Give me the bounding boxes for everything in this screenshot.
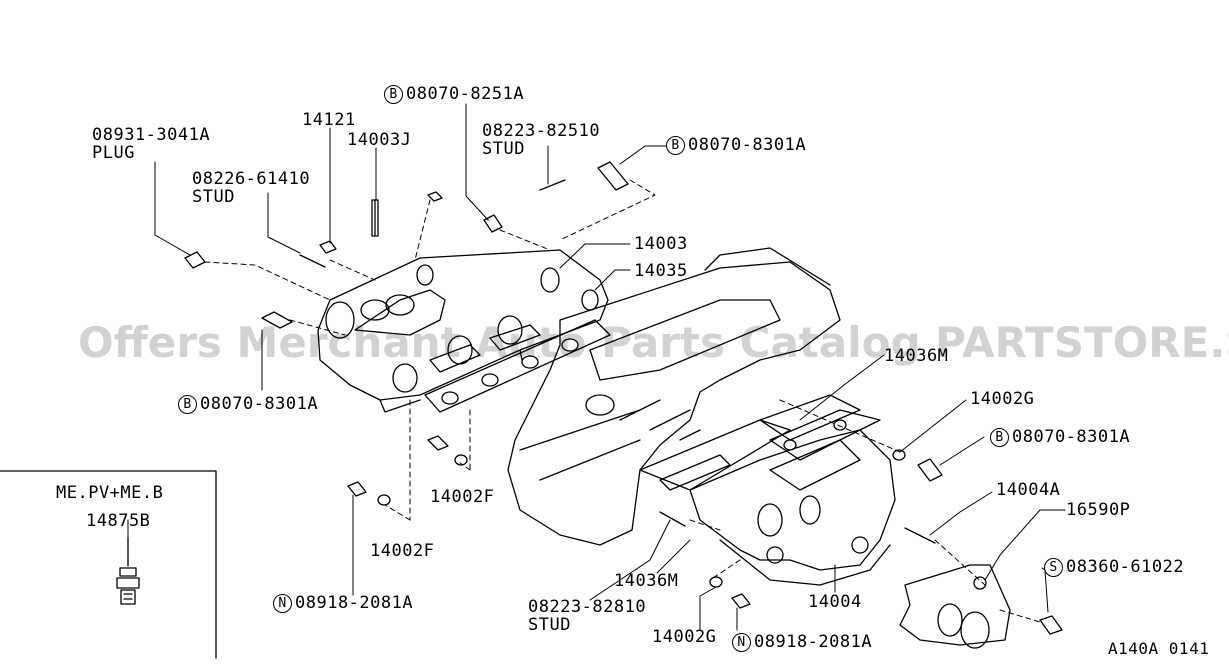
part-14002G-label-low: 14002G xyxy=(652,627,717,647)
screw-part-number: 08360-61022 xyxy=(1066,557,1185,577)
part-14002F-label-a: 14002F xyxy=(430,487,495,507)
heat-shield-16590P-drawing xyxy=(899,564,1011,649)
part-14002G-label-top: 14002G xyxy=(970,389,1035,409)
part-14121-label: 14121 xyxy=(302,110,356,130)
part-14004-label: 14004 xyxy=(808,592,862,612)
bolt-type-badge: B xyxy=(666,136,685,155)
engine-block-drawing xyxy=(507,247,841,546)
inset-part-label: 14875B xyxy=(86,511,151,531)
stud3-label: STUD xyxy=(528,615,571,635)
nut-right-part-number: 08918-2081A xyxy=(754,632,873,652)
leader-lines xyxy=(127,103,1066,631)
stud3-part-number: 08223-82810 xyxy=(528,597,647,617)
part-14003J-label: 14003J xyxy=(347,130,412,150)
part-16590P-label: 16590P xyxy=(1066,500,1131,520)
bolt-right-part-number: 08070-8301A xyxy=(688,135,807,155)
plug-part-number: 08931-3041A xyxy=(92,125,211,145)
bolt-type-badge: B xyxy=(384,85,403,104)
figure-code: A140A 0141 xyxy=(1108,639,1210,658)
part-14004A-label: 14004A xyxy=(996,480,1061,500)
nut-type-badge: N xyxy=(732,633,751,652)
inset-variant-label: ME.PV+ME.B xyxy=(56,483,164,503)
gasket-14036M-drawing xyxy=(639,394,881,491)
assembly-lines xyxy=(204,179,1041,623)
screw-type-badge: S xyxy=(1044,558,1063,577)
inset-part-drawing xyxy=(116,537,140,605)
bolt-top-part-number: 08070-8251A xyxy=(406,84,525,104)
part-14035-label: 14035 xyxy=(634,261,688,281)
stud2-part-number: 08223-82510 xyxy=(482,121,601,141)
plug-label: PLUG xyxy=(92,143,135,163)
cylinder-head-drawing xyxy=(317,249,609,413)
bolt-type-badge: B xyxy=(178,395,197,414)
part-14036M-label-low: 14036M xyxy=(614,571,679,591)
stud2-label: STUD xyxy=(482,139,525,159)
bolt-mid-part-number: 08070-8301A xyxy=(1012,427,1131,447)
nut-left-part-number: 08918-2081A xyxy=(295,593,414,613)
nut-type-badge: N xyxy=(273,594,292,613)
stud1-part-number: 08226-61410 xyxy=(192,169,311,189)
inset-box xyxy=(0,470,217,659)
bolt-left-part-number: 08070-8301A xyxy=(200,394,319,414)
part-14036M-label-top: 14036M xyxy=(884,346,949,366)
manifold-14004-drawing xyxy=(689,429,896,586)
bolt-type-badge: B xyxy=(990,428,1009,447)
part-14003-label: 14003 xyxy=(634,234,688,254)
gasket-14035-drawing xyxy=(424,319,611,413)
stud1-label: STUD xyxy=(192,187,235,207)
part-14002F-label-b: 14002F xyxy=(370,541,435,561)
